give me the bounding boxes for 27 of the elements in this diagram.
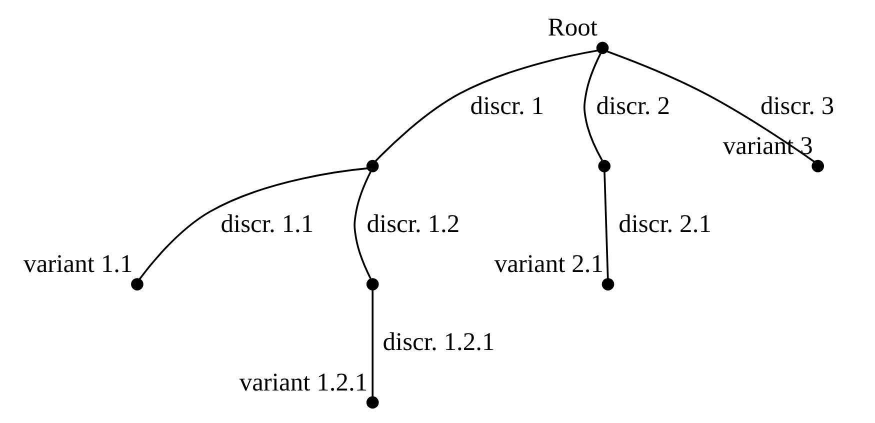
connector bbox=[372, 290, 374, 397]
edge-label: discr. 1.2 bbox=[366, 208, 460, 238]
node-circle bbox=[598, 160, 611, 172]
edge-label: discr. 1 bbox=[470, 90, 544, 120]
node-label: variant 1.2.1 bbox=[239, 367, 368, 396]
node-label: variant 2.1 bbox=[494, 249, 604, 278]
node-label: variant 3 bbox=[722, 130, 813, 160]
edge-label: discr. 2.1 bbox=[618, 208, 712, 238]
connector bbox=[584, 53, 603, 161]
connector bbox=[354, 171, 372, 279]
edge-label: discr. 2 bbox=[596, 90, 670, 120]
node-circle bbox=[366, 278, 379, 290]
node-circle bbox=[366, 396, 379, 409]
edge-label: discr. 3 bbox=[760, 90, 834, 120]
connector bbox=[607, 50, 815, 163]
connector bbox=[604, 172, 609, 279]
connector bbox=[374, 50, 598, 162]
node-circle bbox=[602, 278, 614, 290]
edge-label: discr. 1.1 bbox=[220, 208, 314, 238]
node-circle bbox=[131, 278, 144, 290]
node-label: Root bbox=[548, 12, 598, 42]
edge-label: discr. 1.2.1 bbox=[382, 327, 495, 356]
node-circle bbox=[596, 42, 609, 54]
node-circle bbox=[366, 160, 379, 172]
node-circle bbox=[812, 160, 824, 172]
connector bbox=[138, 167, 368, 280]
node-label: variant 1.1 bbox=[24, 249, 133, 278]
